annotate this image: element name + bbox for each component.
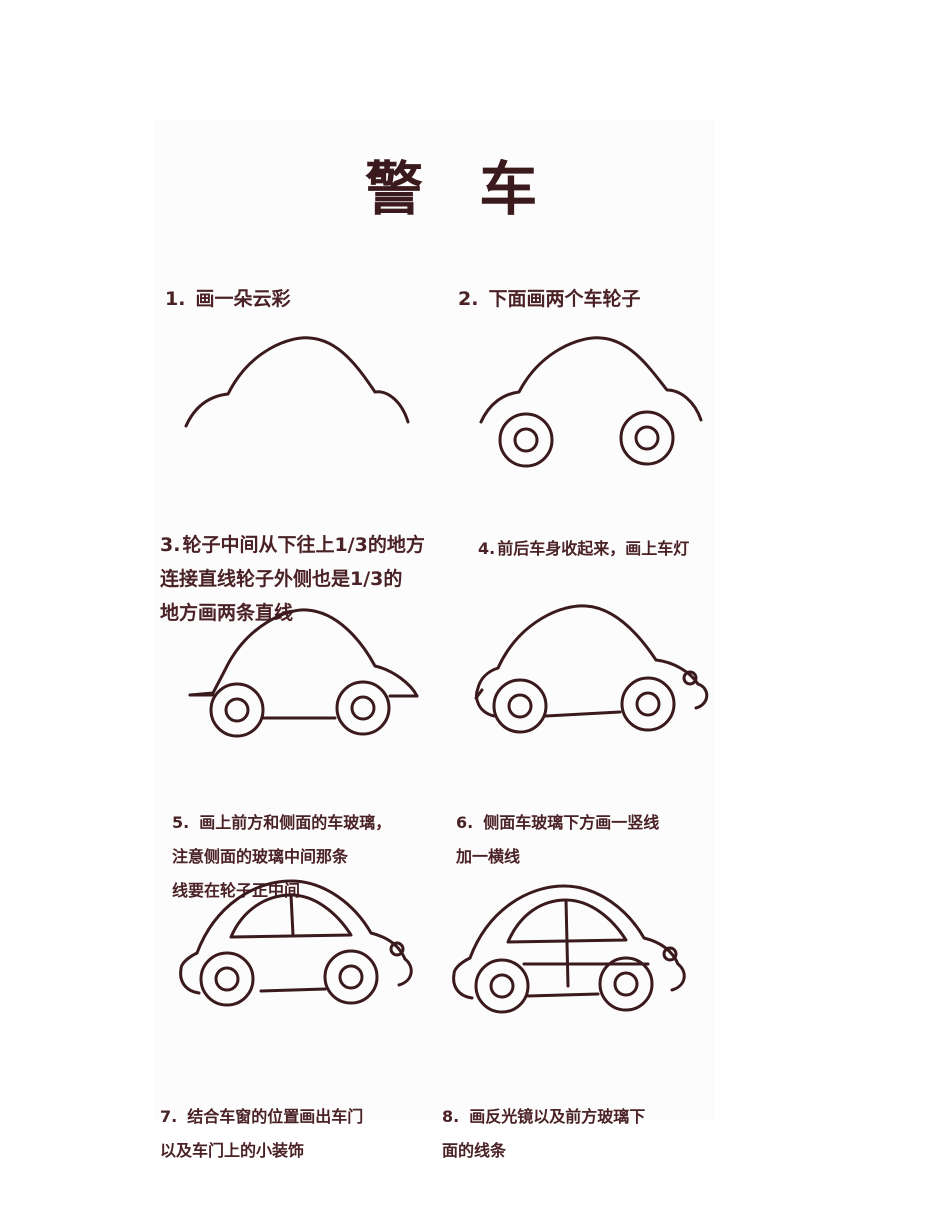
step-5-windows-drawing xyxy=(179,879,413,1007)
step-2-caption: 2. 下面画两个车轮子 xyxy=(458,248,640,316)
step-5-number: 5. xyxy=(172,813,190,832)
step-4-lights-drawing xyxy=(474,604,709,734)
step-6-number: 6. xyxy=(456,813,474,832)
step-4-caption: 4.前后车身收起来，画上车灯 xyxy=(478,498,689,566)
step-8-number: 8. xyxy=(442,1107,460,1126)
step-2-text: 下面画两个车轮子 xyxy=(488,288,641,310)
step-8-caption: 8.画反光镜以及前方玻璃下 面的线条 xyxy=(442,1066,702,1168)
step-4-number: 4. xyxy=(478,539,496,558)
step-1-cloud-drawing xyxy=(184,336,410,428)
step-6-lines-drawing xyxy=(452,884,686,1014)
step-7-text: 结合车窗的位置画出车门 以及车门上的小装饰 xyxy=(160,1107,364,1160)
step-1-caption: 1. 画一朵云彩 xyxy=(165,248,290,316)
step-5-caption: 5.画上前方和侧面的车玻璃， 注意侧面的玻璃中间那条 线要在轮子正中间 xyxy=(172,772,442,908)
step-5-text: 画上前方和侧面的车玻璃， 注意侧面的玻璃中间那条 线要在轮子正中间 xyxy=(172,813,392,900)
step-2-wheels-drawing xyxy=(479,336,703,468)
step-7-caption: 7.结合车窗的位置画出车门 以及车门上的小装饰 xyxy=(160,1066,430,1168)
step-1-text: 画一朵云彩 xyxy=(195,288,291,310)
step-6-text: 侧面车玻璃下方画一竖线 加一横线 xyxy=(456,813,660,866)
step-3-number: 3. xyxy=(160,534,181,556)
step-6-caption: 6.侧面车玻璃下方画一竖线 加一横线 xyxy=(456,772,716,874)
step-3-caption: 3.轮子中间从下往上1/3的地方 连接直线轮子外侧也是1/3的 地方画两条直线 xyxy=(160,494,460,630)
step-8-text: 画反光镜以及前方玻璃下 面的线条 xyxy=(442,1107,646,1160)
step-7-number: 7. xyxy=(160,1107,178,1126)
step-3-text: 轮子中间从下往上1/3的地方 连接直线轮子外侧也是1/3的 地方画两条直线 xyxy=(160,534,425,624)
step-3-body-drawing xyxy=(188,608,419,738)
step-2-number: 2. xyxy=(458,288,479,310)
step-4-text: 前后车身收起来，画上车灯 xyxy=(497,539,690,558)
step-1-number: 1. xyxy=(165,288,186,310)
page-title: 警 车 xyxy=(365,155,556,223)
